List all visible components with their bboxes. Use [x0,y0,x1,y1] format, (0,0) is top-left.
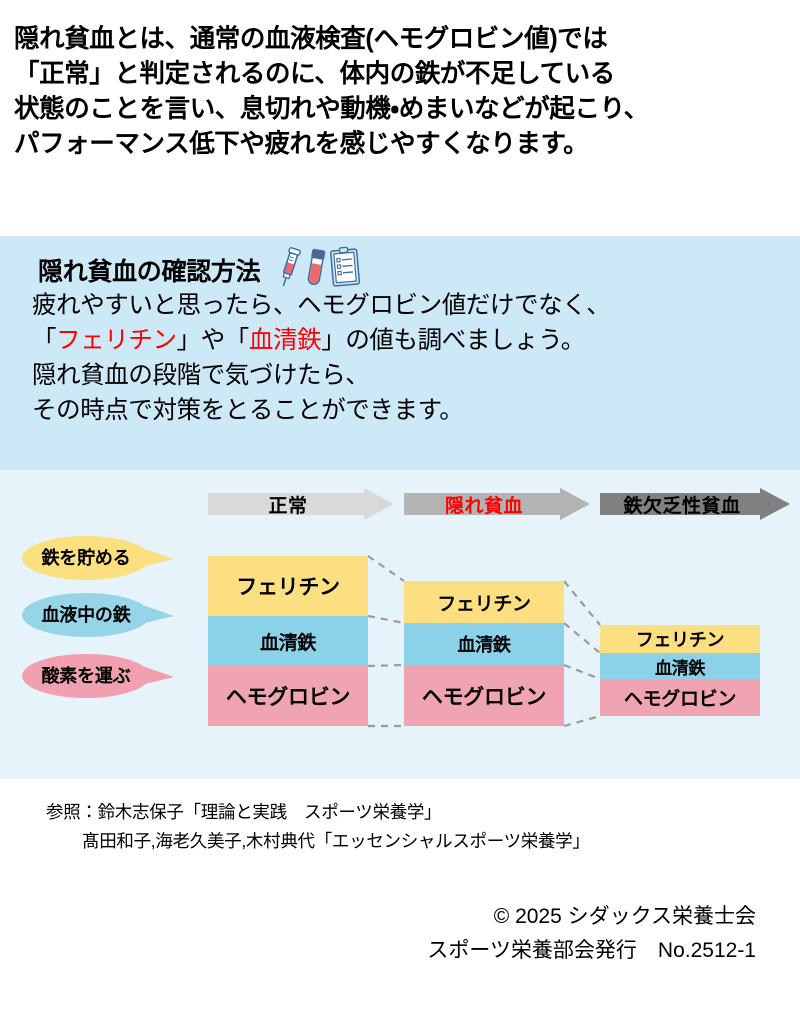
connector-line [563,663,601,681]
stage-arrow-label: 正常 [268,495,308,517]
connector-line [367,663,405,668]
reference-line-1: 参照：鈴木志保子「理論と実践 スポーツ栄養学」 [46,802,442,822]
callout-label: 鉄を貯める [41,548,131,568]
copyright-line-2: スポーツ栄養部会発行 No.2512-1 [427,939,756,962]
progression-diagram: 正常隠れ貧血鉄欠乏性貧血 鉄を貯める血液中の鉄酸素を運ぶ フェリチン血清鉄ヘモグ… [0,470,800,779]
method-line-3: 隠れ貧血の段階で気づけたら、 [32,362,370,389]
stacked-bar-iron-deficiency-anemia: フェリチン血清鉄ヘモグロビン [600,625,760,716]
confirmation-method-panel: 隠れ貧血の確認方法 [0,236,800,470]
method-line2-close: 」の値も調べましょう。 [321,327,585,354]
bar-segment: 血清鉄 [600,653,760,679]
callout-label: 血液中の鉄 [41,605,131,625]
copyright-line-1: © 2025 シダックス栄養士会 [493,905,756,928]
callout-1: 鉄を貯める [22,536,174,580]
references-block: 参照：鈴木志保子「理論と実践 スポーツ栄養学」 髙田和子,海老久美子,木村典代「… [0,798,800,856]
bar-segment: 血清鉄 [404,623,564,665]
method-icon-group [274,246,362,293]
intro-line-3: 状態のことを言い、息切れや動機・めまいなどが起こり、 [14,95,649,123]
callout-label: 酸素を運ぶ [41,666,131,686]
intro-line-1: 隠れ貧血とは、通常の血液検査(ヘモグロビン値)では [14,25,608,53]
callout-2: 血液中の鉄 [22,593,174,637]
connector-line [367,555,405,582]
stage-arrow-2: 隠れ貧血 [404,488,590,520]
stage-arrow-label: 鉄欠乏性貧血 [623,495,741,517]
intro-line-4: パフォーマンス低下や疲れを感じやすくなります。 [14,130,589,158]
connector-line [367,614,405,625]
method-body-text: 疲れやすいと思ったら、ヘモグロビン値だけでなく、 「フェリチン」や「血清鉄」の値… [32,288,611,428]
stage-arrow-label: 隠れ貧血 [444,495,523,517]
method-heading-row: 隠れ貧血の確認方法 [38,246,362,293]
connector-line [563,714,601,728]
ferritin-highlight: フェリチン [56,327,177,354]
blood-test-tube-icon [306,246,326,293]
connector-line [563,622,601,654]
stacked-bar-normal: フェリチン血清鉄ヘモグロビン [208,556,368,726]
method-line-1: 疲れやすいと思ったら、ヘモグロビン値だけでなく、 [32,292,611,319]
stage-arrow-3: 鉄欠乏性貧血 [600,488,790,520]
callout-3: 酸素を運ぶ [22,654,174,698]
syringe-icon [274,246,304,293]
method-line2-open: 「 [32,327,57,354]
method-heading: 隠れ貧血の確認方法 [38,257,261,286]
bar-segment: ヘモグロビン [208,666,368,726]
copyright-block: © 2025 シダックス栄養士会 スポーツ栄養部会発行 No.2512-1 [0,900,800,968]
method-line2-mid: 」や「 [176,327,250,354]
bar-segment: フェリチン [404,581,564,623]
bar-segment: ヘモグロビン [404,665,564,726]
stage-arrow-1: 正常 [208,488,394,520]
method-line-4: その時点で対策をとることができます。 [32,397,464,424]
clipboard-checklist-icon [328,246,362,293]
intro-line-2: 「正常」と判定されるのに、体内の鉄が不足している [14,60,615,88]
bar-segment: 血清鉄 [208,616,368,666]
intro-paragraph: 隠れ貧血とは、通常の血液検査(ヘモグロビン値)では 「正常」と判定されるのに、体… [0,22,800,162]
bar-segment: フェリチン [208,556,368,616]
reference-line-2: 髙田和子,海老久美子,木村典代「エッセンシャルスポーツ栄養学」 [82,831,590,851]
bar-segment: フェリチン [600,625,760,653]
method-line-2: 「フェリチン」や「血清鉄」の値も調べましょう。 [32,323,610,358]
bar-segment: ヘモグロビン [600,679,760,716]
stacked-bar-hidden-anemia: フェリチン血清鉄ヘモグロビン [404,581,564,726]
connector-line [563,580,601,626]
serum-iron-highlight: 血清鉄 [248,327,322,354]
